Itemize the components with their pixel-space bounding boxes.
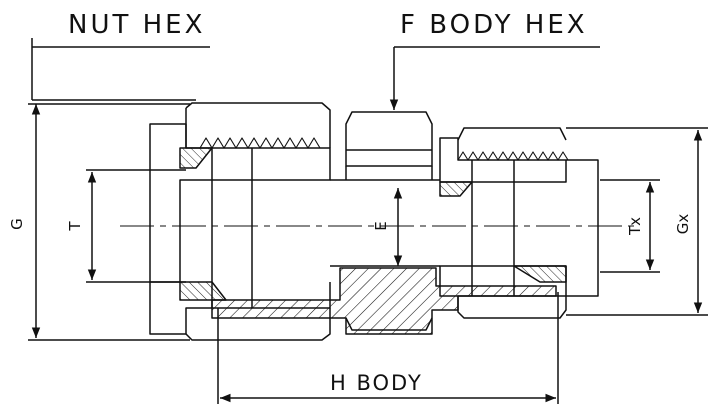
t-label: T xyxy=(66,221,84,232)
tx-label: Tx xyxy=(626,217,644,236)
left-front-ferrule xyxy=(179,147,213,169)
right-back-ferrule xyxy=(513,265,567,283)
gx-label: Gx xyxy=(674,214,692,235)
right-tube xyxy=(566,159,599,297)
right-front-ferrule xyxy=(439,181,473,197)
h-body-label: H BODY xyxy=(330,371,423,395)
nut-hex-label: NUT HEX xyxy=(68,10,205,40)
body-hex-label: F BODY HEX xyxy=(400,10,588,40)
body-hex-lower xyxy=(345,317,433,331)
left-back-ferrule xyxy=(179,281,227,301)
e-label: E xyxy=(372,221,390,230)
g-label: G xyxy=(8,218,26,230)
body-cross-section-hatch xyxy=(211,267,557,335)
fitting-body xyxy=(330,111,440,267)
